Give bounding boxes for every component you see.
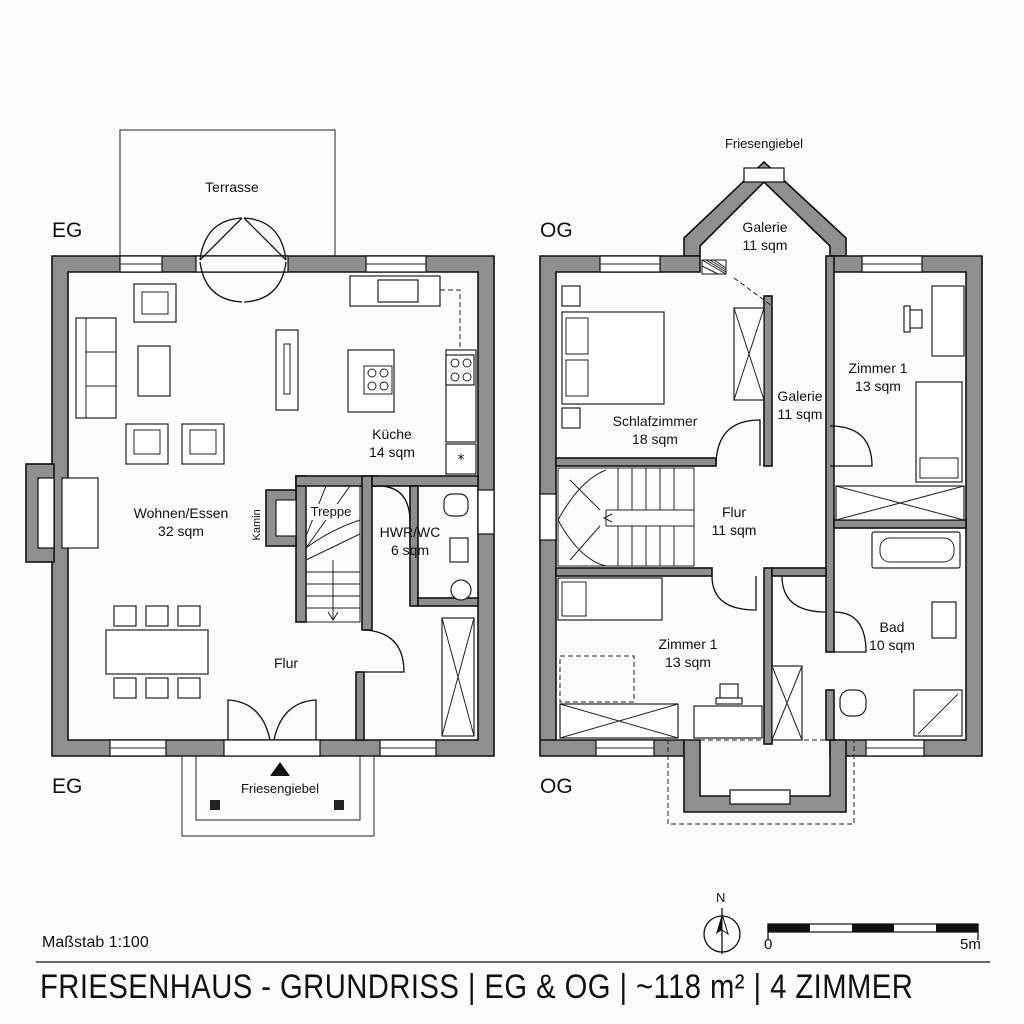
og-nightstand xyxy=(561,407,581,429)
north-label: N xyxy=(716,890,726,905)
room-name: Schlafzimmer xyxy=(612,413,698,429)
sheet-title: FRIESENHAUS - GRUNDRISS | EG & OG | ~118… xyxy=(40,968,914,1006)
floor-label-eg: EG xyxy=(52,219,83,242)
eg-dining-chairs xyxy=(113,605,201,699)
room-name: Flur xyxy=(721,504,747,520)
room-area: 11 sqm xyxy=(777,405,823,422)
room-label-kueche: Küche 14 sqm xyxy=(369,426,415,461)
room-label-zimmer-right: Zimmer 1 13 sqm xyxy=(848,360,907,395)
eg-exterior-wall xyxy=(51,255,495,757)
eg-stair-wall xyxy=(295,475,307,623)
og-bay-dashed xyxy=(667,739,855,825)
room-label-zimmer-left: Zimmer 1 13 sqm xyxy=(658,636,717,671)
og-gable-window xyxy=(743,167,785,183)
og-nightstand xyxy=(561,285,581,307)
eg-washbasin xyxy=(449,537,469,563)
room-area: 11 sqm xyxy=(742,236,788,253)
room-label-wohnen: Wohnen/Essen 32 sqm xyxy=(134,505,229,540)
og-stair-treads xyxy=(557,467,695,567)
og-desk xyxy=(931,285,965,357)
eg-terrace-door-opening xyxy=(195,255,289,273)
room-label-bad: Bad 10 sqm xyxy=(869,619,915,654)
svg-text:*: * xyxy=(458,452,465,468)
room-area: 6 sqm xyxy=(390,541,430,558)
room-label-schlafzimmer: Schlafzimmer 18 sqm xyxy=(613,413,698,448)
eg-gable-arrow xyxy=(270,762,290,776)
room-name: Zimmer 1 xyxy=(848,360,908,376)
og-door-swing xyxy=(711,575,757,611)
eg-kitchen-island xyxy=(347,349,395,413)
og-window xyxy=(729,789,791,805)
eg-stair-treads xyxy=(305,485,361,623)
floor-label-eg: EG xyxy=(52,775,83,798)
og-door-swing xyxy=(833,611,867,653)
room-name: HWR/WC xyxy=(379,524,441,540)
room-label-galerie-top: Galerie 11 sqm xyxy=(742,219,787,254)
eg-plan: * xyxy=(25,129,495,837)
eg-hwr-wall xyxy=(371,475,479,487)
room-name: Galerie xyxy=(777,388,823,404)
room-area: 11 sqm xyxy=(711,521,757,538)
og-bathtub xyxy=(871,531,961,569)
room-label-galerie-mid: Galerie 11 sqm xyxy=(777,388,822,423)
og-window xyxy=(539,493,557,541)
room-label-flur: Flur xyxy=(273,655,299,671)
og-door-swing xyxy=(829,425,873,467)
eg-washer xyxy=(450,579,472,601)
og-door-swing xyxy=(715,419,761,467)
og-desk xyxy=(693,705,763,739)
og-bed xyxy=(557,577,663,621)
room-area: 13 sqm xyxy=(665,653,711,670)
eg-armchair xyxy=(133,283,177,323)
eg-dining-table xyxy=(105,629,209,675)
og-rug xyxy=(559,655,635,703)
scale-bar xyxy=(767,923,979,940)
og-washbasin xyxy=(931,601,957,639)
room-area: 14 sqm xyxy=(369,443,415,460)
room-name: Zimmer 1 xyxy=(658,636,718,652)
eg-table-small xyxy=(275,329,299,411)
eg-window xyxy=(477,489,495,535)
room-name: Küche xyxy=(372,426,412,442)
og-desk-chair xyxy=(903,305,923,333)
og-desk-chair xyxy=(715,683,743,705)
og-plan xyxy=(539,160,983,825)
scale-bar-start: 0 xyxy=(764,936,773,953)
scale-bar-end: 5m xyxy=(960,936,981,953)
room-name: Wohnen/Essen xyxy=(133,505,229,521)
room-name: Bad xyxy=(879,619,905,635)
og-toilet xyxy=(839,689,867,717)
room-label-hwr: HWR/WC 6 sqm xyxy=(380,524,441,559)
floor-label-og: OG xyxy=(540,219,573,242)
og-door-swing xyxy=(781,575,827,613)
room-label-flur-og: Flur 11 sqm xyxy=(712,504,757,539)
room-area: 32 sqm xyxy=(158,522,204,539)
room-name: Galerie xyxy=(742,219,788,235)
scale-ratio: Maßstab 1:100 xyxy=(42,934,149,951)
label-treppe: Treppe xyxy=(308,504,354,521)
eg-terrace-door-swing xyxy=(199,217,287,261)
eg-entrance-door-swing xyxy=(227,699,317,741)
og-bed xyxy=(915,381,963,483)
room-label-terrasse: Terrasse xyxy=(205,179,259,195)
room-area: 10 sqm xyxy=(869,636,915,653)
eg-coffee-table xyxy=(137,345,171,397)
label-friesengiebel-og: Friesengiebel xyxy=(724,136,804,151)
eg-armchair xyxy=(181,423,225,465)
eg-sofa xyxy=(75,317,117,419)
label-friesengiebel-eg: Friesengiebel xyxy=(240,781,320,796)
room-area: 13 sqm xyxy=(855,377,901,394)
north-arrow xyxy=(703,908,741,954)
label-kamin: Kamin xyxy=(251,509,264,541)
og-double-bed xyxy=(561,311,665,405)
eg-entrance-opening xyxy=(223,739,321,757)
room-area: 18 sqm xyxy=(632,430,678,447)
floor-label-og: OG xyxy=(540,775,573,798)
eg-toilet xyxy=(443,493,469,517)
eg-armchair xyxy=(125,423,169,465)
